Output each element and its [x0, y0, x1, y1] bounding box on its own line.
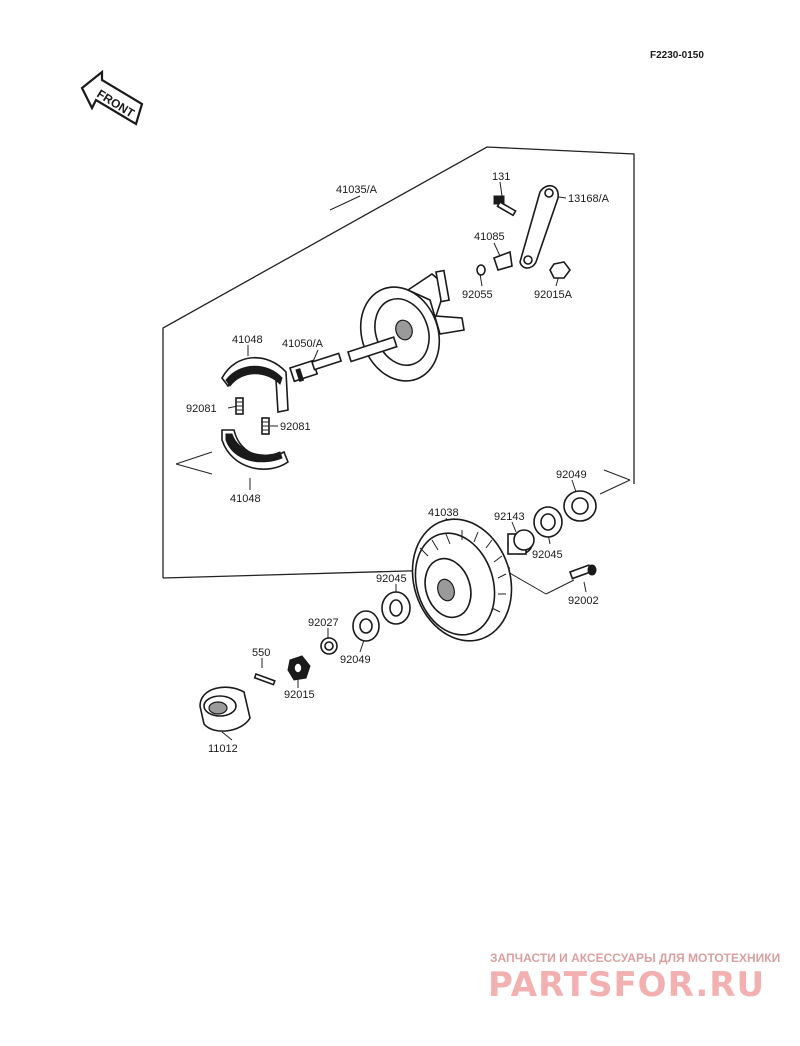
- brake-arm: [519, 185, 559, 269]
- leader-lines: [221, 181, 631, 741]
- wheel-hub: [411, 518, 513, 642]
- label-13168: 13168/A: [568, 193, 610, 205]
- label-41085: 41085: [474, 231, 505, 243]
- label-92143: 92143: [494, 511, 525, 523]
- label-131: 131: [492, 171, 510, 183]
- bearing-92045-mid: [381, 591, 411, 625]
- watermark-tagline: ЗАПЧАСТИ И АКСЕССУАРЫ ДЛЯ МОТОТЕХНИКИ: [490, 951, 780, 965]
- front-arrow-icon: FRONT: [80, 69, 144, 126]
- label-41050: 41050/A: [282, 338, 324, 350]
- bolt-92002: [568, 564, 597, 580]
- cotter-pin-550: [253, 672, 276, 686]
- ring-92055: [476, 264, 486, 276]
- nut-92015a: [549, 261, 571, 279]
- label-41035: 41035/A: [336, 184, 378, 196]
- label-92049-top: 92049: [556, 469, 587, 481]
- label-92049-mid: 92049: [340, 654, 371, 666]
- bearing-92045-top: [533, 506, 563, 538]
- seal-92049-top: [563, 490, 597, 522]
- label-92027: 92027: [308, 617, 339, 629]
- label-92055: 92055: [462, 289, 493, 301]
- seal-92049-mid: [352, 610, 380, 642]
- hub-cap: [199, 686, 251, 732]
- wear-indicator: [492, 250, 513, 271]
- label-41048-bottom: 41048: [230, 493, 261, 505]
- label-41048-top: 41048: [232, 334, 263, 346]
- label-92015: 92015: [284, 689, 315, 701]
- label-92081-right: 92081: [280, 421, 311, 433]
- label-92045-top: 92045: [532, 549, 563, 561]
- label-92045-mid: 92045: [376, 573, 407, 585]
- label-92081-left: 92081: [186, 403, 217, 415]
- spring-left: [235, 397, 244, 415]
- label-550: 550: [252, 647, 270, 659]
- label-41038: 41038: [428, 507, 459, 519]
- label-92002: 92002: [568, 595, 599, 607]
- camshaft: [288, 336, 398, 383]
- brake-panel: [359, 269, 465, 382]
- label-11012: 11012: [208, 743, 238, 755]
- label-92015a: 92015A: [534, 289, 573, 301]
- bolt-131: [493, 195, 517, 217]
- collar-92027: [320, 637, 338, 655]
- spacer-92143: [507, 529, 535, 555]
- nut-92015: [287, 655, 311, 681]
- brake-shoe-bottom: [221, 429, 289, 470]
- watermark-logo: PARTSFOR.RU: [488, 965, 765, 1005]
- figure-code: F2230-0150: [650, 50, 704, 61]
- brake-shoe-top: [221, 356, 289, 413]
- spring-right: [261, 417, 270, 435]
